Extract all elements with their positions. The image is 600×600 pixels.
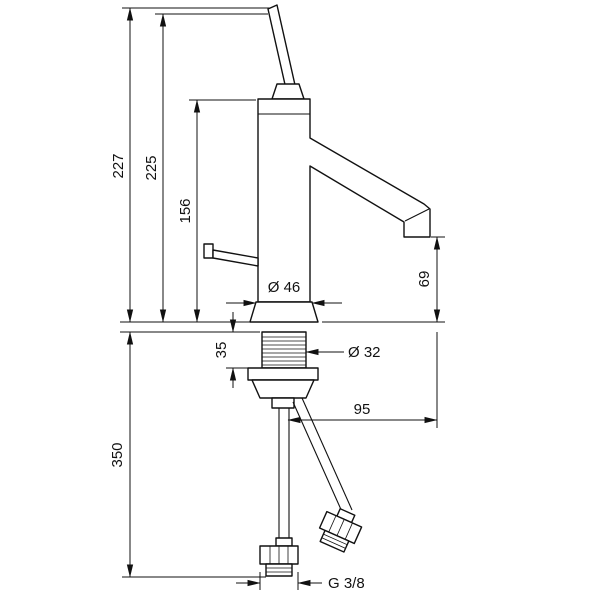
dimension-labels: 227 225 156 69 350 35 Ø 46 Ø 32 95 G 3/8 [109,153,433,592]
dim-overall-height: 227 [110,153,127,178]
dim-hose-length: 350 [109,442,126,467]
dim-outlet-height: 69 [416,271,433,288]
base-flare [249,301,319,323]
dim-thread-size: G 3/8 [328,575,365,592]
dim-spout-reach: 95 [354,401,371,418]
supply-hose-angled [292,397,353,515]
drain-rod-knob [203,243,214,259]
dim-body-diameter: Ø 46 [268,279,301,296]
extension-lines [120,7,445,590]
dim-body-height: 156 [177,198,194,223]
drain-rod [212,249,259,267]
dim-deck-thickness: 35 [213,342,230,359]
tailpiece [271,397,295,409]
handle-base-cone [271,83,305,100]
supply-hose-straight [278,408,290,538]
dim-handle-height: 225 [143,155,160,180]
dimension-lines [126,7,441,587]
hose-connector-straight [259,537,299,577]
mounting-nut [251,379,315,399]
outlet-seam [404,208,430,222]
faucet-body [257,98,431,303]
dim-shank-diameter: Ø 32 [348,344,381,361]
threaded-shank [261,331,307,369]
hose-connector-angled [318,508,363,553]
faucet-outline [203,4,431,577]
mounting-flange [247,367,319,381]
handle-lever [267,4,296,90]
shank-threads [262,336,306,366]
